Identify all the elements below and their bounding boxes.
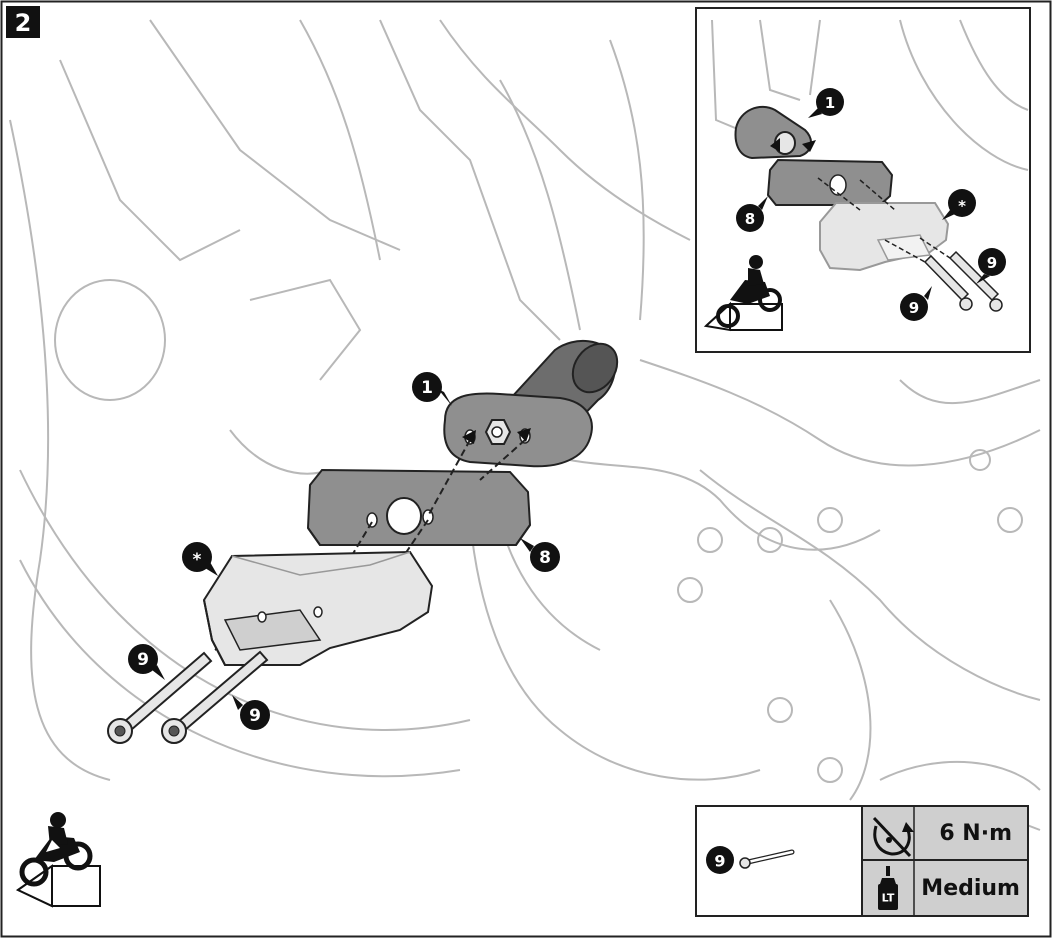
spec-bolt-icon xyxy=(739,849,795,869)
inset-callout-part-8: 8 xyxy=(745,210,755,228)
part-1-mount-plate xyxy=(443,392,593,468)
main-exploded-view: 1 8 * 9 9 xyxy=(107,339,619,744)
inset-callout-part-9-a: 9 xyxy=(987,254,997,272)
motorcycle-background-art xyxy=(9,19,1041,831)
svg-text:9: 9 xyxy=(714,852,725,871)
inset-view: 1 8 * 9 9 xyxy=(695,7,1031,353)
callout-part-9-a: 9 xyxy=(128,644,165,680)
callout-part-star: * xyxy=(182,542,218,576)
svg-text:8: 8 xyxy=(539,548,551,568)
svg-text:*: * xyxy=(193,550,202,570)
motorcycle-side-view-icon xyxy=(703,255,783,332)
motorcycle-side-view-icon-main xyxy=(16,812,101,908)
svg-text:LT: LT xyxy=(882,892,895,905)
callout-part-8: 8 xyxy=(520,538,560,572)
inset-callout-part-star: * xyxy=(958,197,966,215)
inset-callout-part-1: 1 xyxy=(825,94,835,112)
threadlock-value: Medium xyxy=(921,876,1020,901)
spec-part-callout: 9 xyxy=(706,846,734,874)
insertion-arrows xyxy=(462,428,531,444)
callout-part-1: 1 xyxy=(412,372,452,406)
threadlock-bottle-icon: LT xyxy=(878,866,898,910)
step-number: 2 xyxy=(15,9,32,37)
torque-wrench-icon xyxy=(872,816,914,858)
svg-text:9: 9 xyxy=(249,706,261,726)
step-number-badge xyxy=(6,6,40,38)
part-9-bolt-a xyxy=(107,651,213,744)
torque-value: 6 N·m xyxy=(939,821,1012,846)
callout-part-9-b: 9 xyxy=(232,695,270,730)
part-9-bolt-b xyxy=(161,650,269,744)
part-star-frame-slider xyxy=(202,550,434,666)
svg-text:9: 9 xyxy=(137,650,149,670)
inset-callout-part-9-b: 9 xyxy=(909,299,919,317)
svg-text:1: 1 xyxy=(421,378,433,398)
spec-table: 9 6 N·m LT Medium xyxy=(695,805,1029,917)
